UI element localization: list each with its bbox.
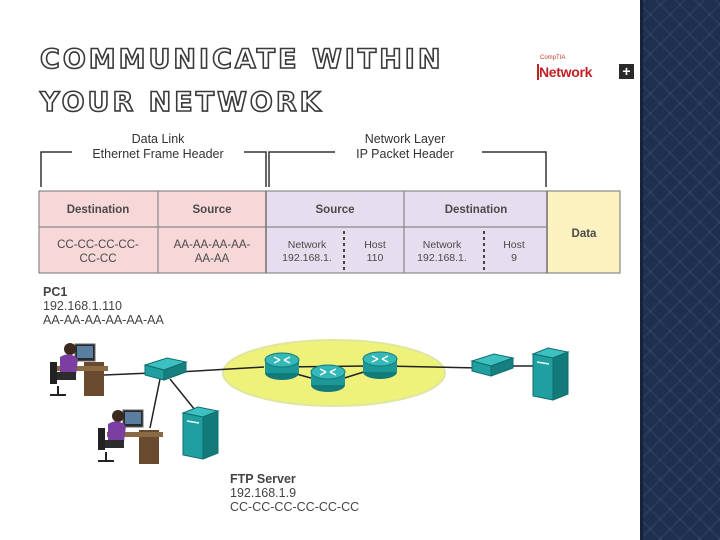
pc1-name: PC1 — [43, 285, 67, 299]
data-link-label: Data Link — [132, 132, 186, 146]
router-icon — [264, 352, 300, 380]
ip-src-header: Source — [316, 204, 355, 216]
workstation-icon — [50, 343, 108, 396]
slide-title: COMMUNICATE WITHIN YOUR NETWORK — [39, 38, 460, 124]
eth-dest-mac-line2: CC-CC — [79, 253, 116, 265]
eth-src-header: Source — [193, 204, 232, 216]
router-icon — [362, 351, 398, 379]
eth-src-mac-line1: AA-AA-AA-AA- — [174, 239, 251, 251]
link-switch1-ftp — [169, 378, 196, 411]
frame-diagram: Data Link Ethernet Frame Header Network … — [38, 132, 621, 514]
frame-outline — [38, 190, 621, 274]
ip-dest-header: Destination — [445, 204, 508, 216]
data-link-bracket-left — [40, 151, 72, 187]
eth-src-mac-line2: AA-AA — [195, 253, 230, 265]
switch-icon — [470, 353, 515, 377]
link-router3-switch2 — [384, 365, 480, 369]
logo-word: Network — [539, 64, 593, 80]
ip-dest-network-value: 192.168.1. — [417, 252, 467, 264]
eth-dest-mac-line1: CC-CC-CC-CC- — [57, 239, 139, 251]
ip-dest-network-label: Network — [423, 239, 462, 251]
data-link-bracket-right — [244, 151, 267, 187]
workstation-icon — [98, 409, 163, 464]
ip-src-network-label: Network — [288, 239, 327, 251]
side-panel-edge — [640, 0, 643, 540]
network-bracket-left — [268, 151, 335, 187]
server-icon — [181, 406, 220, 460]
ftp-ip: 192.168.1.9 — [230, 486, 296, 500]
logo-plus: + — [619, 64, 634, 79]
link-switch1-router1 — [178, 366, 265, 373]
network-plus-logo: CompTIA Network + — [537, 55, 635, 84]
pc1-mac: AA-AA-AA-AA-AA-AA — [43, 313, 165, 327]
ip-header-label: IP Packet Header — [356, 147, 454, 161]
logo-small-text: CompTIA — [540, 55, 566, 61]
ip-header-area — [266, 191, 547, 273]
ip-dest-host-label: Host — [503, 239, 525, 251]
ftp-mac: CC-CC-CC-CC-CC-CC — [230, 500, 359, 514]
network-layer-label: Network Layer — [365, 132, 446, 146]
data-area — [547, 191, 620, 273]
logo-bar — [537, 64, 539, 80]
side-panel — [640, 0, 720, 540]
network-bracket-right — [482, 151, 547, 187]
ip-src-host-label: Host — [364, 239, 386, 251]
eth-dest-header: Destination — [67, 204, 130, 216]
server-icon — [531, 347, 570, 401]
pc1-ip: 192.168.1.110 — [43, 299, 122, 313]
router-icon — [310, 364, 346, 392]
link-pc1-switch1 — [103, 372, 153, 376]
ethernet-header-area — [39, 191, 266, 273]
data-label: Data — [572, 228, 598, 240]
title-line-2: YOUR NETWORK — [39, 86, 324, 119]
title-line-1: COMMUNICATE WITHIN — [39, 43, 444, 76]
ethernet-header-label: Ethernet Frame Header — [92, 147, 223, 161]
ip-src-host-value: 110 — [367, 252, 384, 264]
ftp-name: FTP Server — [230, 472, 296, 486]
switch-icon — [143, 357, 188, 381]
link-switch1-pc2 — [149, 378, 161, 429]
ip-dest-host-value: 9 — [511, 252, 517, 264]
ip-src-network-value: 192.168.1. — [282, 252, 332, 264]
